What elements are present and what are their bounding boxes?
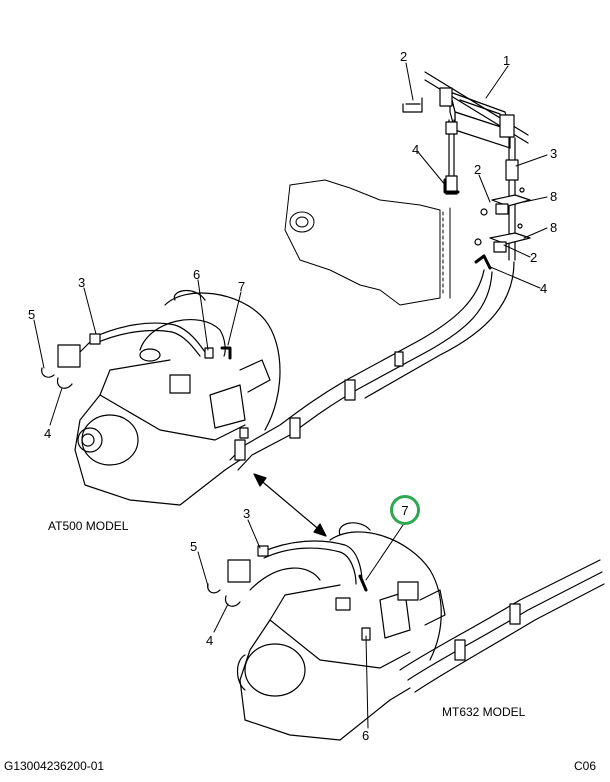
leader-lines	[33, 62, 548, 729]
sheet-code: C06	[574, 759, 597, 773]
tube-clamps	[474, 187, 531, 253]
at500-lines	[41, 319, 232, 389]
transmission-at500	[74, 290, 281, 506]
engine-block	[284, 179, 451, 306]
transmission-mt632	[236, 522, 446, 741]
callout-3-tube-right: 3	[550, 146, 558, 161]
callout-8-clamp-upper: 8	[550, 189, 558, 204]
callout-5-at500: 5	[28, 307, 36, 322]
callout-4-elbow-top: 4	[412, 142, 420, 157]
callout-4-at500: 4	[44, 426, 52, 441]
callout-6-mt632: 6	[362, 728, 370, 743]
callout-4-elbow-lower: 4	[540, 281, 548, 296]
callout-3-at500: 3	[78, 275, 86, 290]
model-caption-at500: AT500 MODEL	[48, 519, 129, 533]
elbow-fittings	[443, 178, 492, 270]
callout-7-mt632: 7	[401, 502, 409, 518]
callout-1-cooler: 1	[503, 53, 511, 68]
callout-8-clamp-lower: 8	[550, 220, 558, 235]
cooler-tubes	[445, 119, 519, 261]
drawing-number: G13004236200-01	[4, 759, 105, 773]
model-caption-mt632: MT632 MODEL	[442, 705, 526, 719]
callout-4-mt632: 4	[206, 633, 214, 648]
callout-6-at500: 6	[193, 267, 201, 282]
callout-2-bracket-lower: 2	[530, 250, 538, 265]
callout-2-bracket-mid: 2	[474, 162, 482, 177]
callout-7-highlighted: 7	[390, 495, 420, 525]
oil-cooler	[424, 71, 529, 149]
oil-lines-upper	[229, 261, 515, 471]
alternate-model-arrow	[253, 473, 327, 537]
callout-5-mt632: 5	[190, 539, 198, 554]
callout-2-bracket-top: 2	[400, 49, 408, 64]
callout-7-at500: 7	[238, 279, 246, 294]
cooler-bracket-left	[402, 97, 423, 113]
mt632-lines	[207, 540, 605, 693]
callout-3-mt632: 3	[243, 506, 251, 521]
